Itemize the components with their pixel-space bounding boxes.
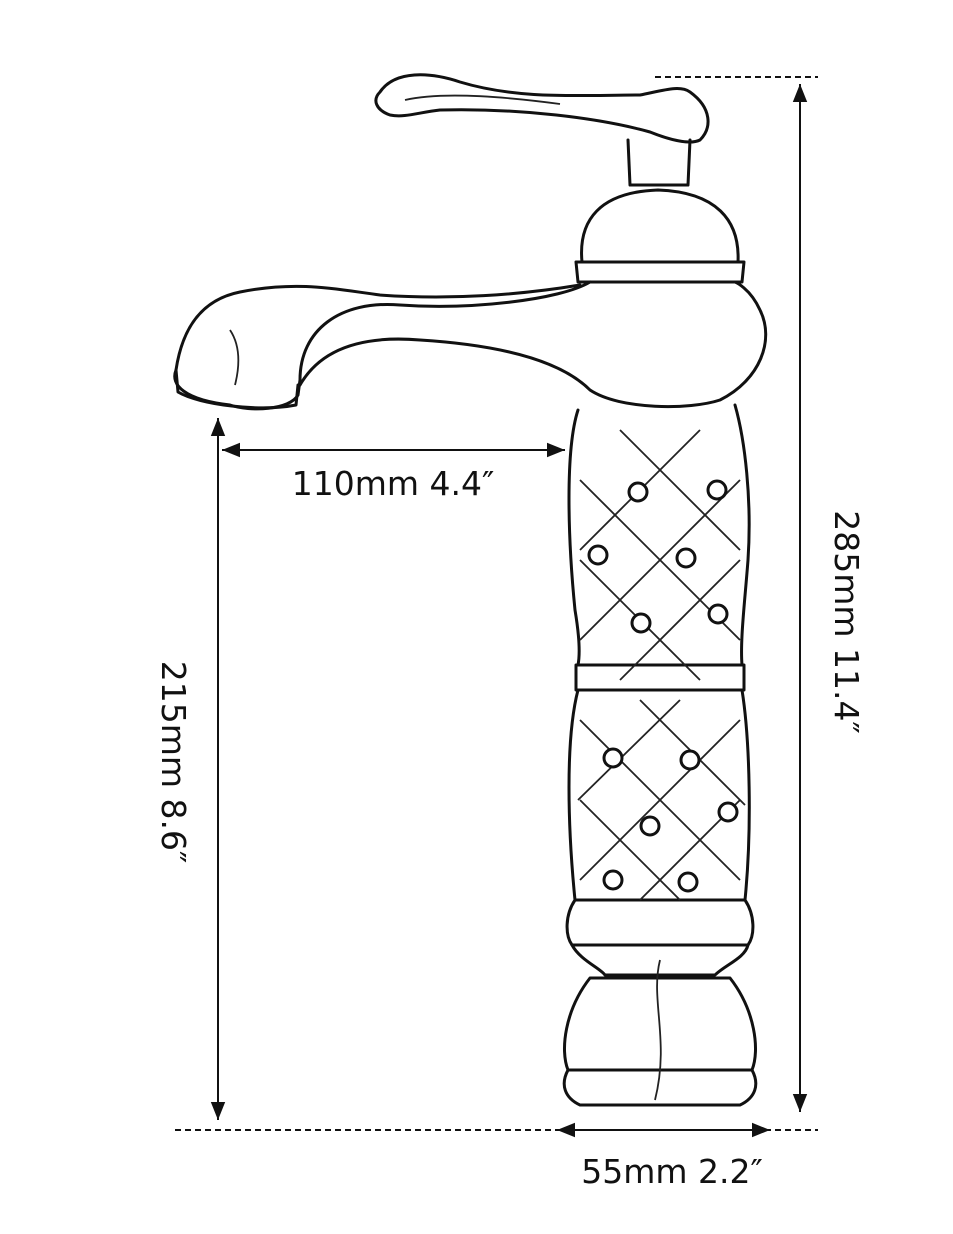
dimension-lines (175, 76, 818, 1138)
faucet-illustration (173, 73, 768, 1107)
handle-lever (374, 73, 710, 144)
valve-dome (580, 188, 740, 264)
spout-reach-label: 110mm 4.4″ (292, 464, 495, 503)
spout-height-label: 215mm 8.6″ (154, 661, 193, 864)
column-lower (567, 688, 751, 902)
crystal-gems (587, 479, 739, 893)
spout-outlet (174, 368, 300, 410)
spout (173, 280, 592, 411)
total-height-label: 285mm 11.4″ (827, 510, 866, 734)
base-collar (565, 898, 755, 947)
handle-stem (626, 138, 692, 187)
base-diameter-label: 55mm 2.2″ (581, 1152, 763, 1191)
